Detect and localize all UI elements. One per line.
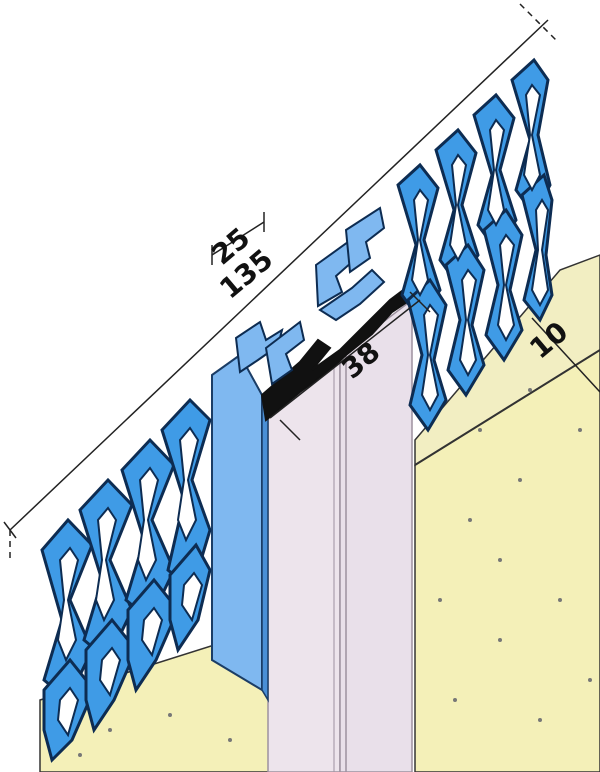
mesh-right	[396, 57, 554, 433]
joint-insert-right	[339, 298, 413, 772]
profile-channels	[234, 206, 386, 386]
joint-insert-left	[267, 353, 341, 772]
mesh-left	[40, 397, 212, 763]
plaster-texture	[78, 388, 592, 757]
dimension-lines	[3, 3, 600, 560]
profile-leg-left	[211, 353, 263, 692]
